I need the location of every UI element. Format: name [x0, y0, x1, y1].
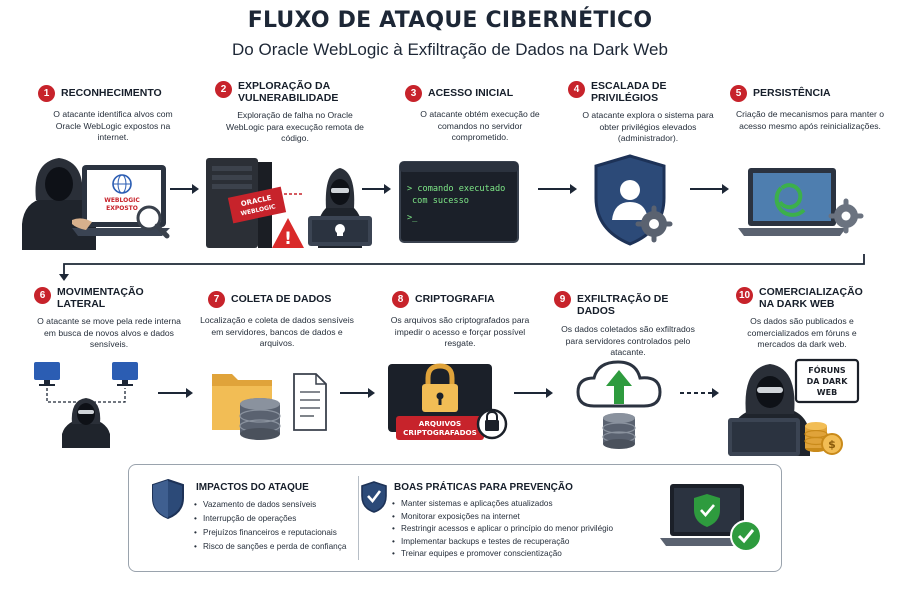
step-description: Criação de mecanismos para manter o aces… — [735, 109, 885, 131]
list-item: Manter sistemas e aplicações atualizados — [392, 498, 613, 511]
step-number: 9 — [554, 291, 571, 308]
svg-text:!: ! — [284, 229, 292, 249]
encrypted-label: ARQUIVOS — [419, 419, 461, 428]
data-collection-illustration — [212, 373, 327, 440]
flow-arrow — [538, 184, 577, 194]
terminal-line: com sucesso — [412, 196, 469, 206]
shield-check-icon — [361, 481, 387, 513]
flow-arrow-dashed — [680, 388, 719, 398]
step-number: 4 — [568, 81, 585, 98]
secure-laptop-illustration — [660, 484, 762, 552]
list-item: Restringir acessos e aplicar o princípio… — [392, 523, 613, 536]
svg-text:$: $ — [828, 438, 836, 451]
step-title: EXFILTRAÇÃO DE DADOS — [577, 293, 669, 317]
step-title: ESCALADA DE PRIVILÉGIOS — [591, 80, 667, 104]
flow-arrow — [170, 184, 199, 194]
flow-arrow — [158, 388, 193, 398]
terminal-line: > comando executado — [407, 184, 505, 194]
list-item: Prejuízos financeiros e reputacionais — [194, 526, 346, 540]
step-description: O atacante explora o sistema para obter … — [582, 110, 714, 143]
step-acesso-inicial: 3 ACESSO INICIAL O atacante obtém execuçã… — [405, 84, 555, 144]
dark-web-market-illustration: FÓRUNS DA DARK WEB $ — [728, 358, 860, 456]
forum-label: FÓRUNS — [808, 364, 846, 375]
shield-icon — [152, 478, 184, 520]
terminal-illustration: > comando executado com sucesso >_ — [399, 161, 519, 243]
row-connector-arrow — [59, 254, 865, 281]
page-title: FLUXO DE ATAQUE CIBERNÉTICO — [247, 8, 653, 33]
step-number: 5 — [730, 85, 747, 102]
step-description: Localização e coleta de dados sensíveis … — [200, 315, 354, 348]
network-lateral-illustration — [34, 362, 138, 448]
shield-user-illustration — [594, 154, 673, 246]
step-movimentacao-lateral: 6 MOVIMENTAÇÃO LATERAL O atacante se move… — [34, 286, 184, 351]
recon-screen-label: EXPOSTO — [106, 205, 138, 212]
step-title: PERSISTÊNCIA — [753, 87, 831, 99]
forum-label: DA DARK — [807, 377, 849, 386]
step-number: 2 — [215, 81, 232, 98]
list-item: Treinar equipes e promover conscientizaç… — [392, 548, 613, 561]
step-description: Os arquivos são criptografados para impe… — [390, 315, 530, 348]
flow-arrow — [362, 184, 391, 194]
step-persistencia: 5 PERSISTÊNCIA Criação de mecanismos para… — [730, 84, 890, 132]
forum-label: WEB — [817, 388, 837, 397]
step-criptografia: 8 CRIPTOGRAFIA Os arquivos são criptograf… — [380, 290, 540, 350]
step-coleta-dados: 7 COLETA DE DADOS Localização e coleta de… — [196, 290, 358, 350]
step-reconhecimento: 1 RECONHECIMENTO O atacante identifica al… — [38, 84, 188, 144]
step-description: Os dados são publicados e comercializado… — [747, 316, 857, 349]
step-title: MOVIMENTAÇÃO LATERAL — [57, 286, 144, 310]
list-item: Interrupção de operações — [194, 512, 346, 526]
terminal-prompt: >_ — [407, 213, 418, 223]
practices-title: BOAS PRÁTICAS PARA PREVENÇÃO — [394, 482, 573, 493]
panel-divider — [358, 476, 359, 560]
impacts-list: Vazamento de dados sensíveis Interrupção… — [194, 498, 346, 554]
impacts-title: IMPACTOS DO ATAQUE — [196, 482, 309, 493]
step-exploracao: 2 EXPLORAÇÃO DA VULNERABILIDADE Exploraçã… — [215, 80, 375, 145]
step-title: RECONHECIMENTO — [61, 87, 162, 99]
step-title: EXPLORAÇÃO DA VULNERABILIDADE — [238, 80, 339, 104]
step-description: O atacante se move pela rede interna em … — [37, 316, 181, 349]
encrypted-label: CRIPTOGRAFADOS — [403, 428, 477, 437]
recon-screen-label: WEBLOGIC — [104, 197, 140, 204]
step-description: Exploração de falha no Oracle WebLogic p… — [226, 110, 364, 143]
step-number: 3 — [405, 85, 422, 102]
flow-arrow — [690, 184, 729, 194]
step-description: O atacante identifica alvos com Oracle W… — [53, 109, 173, 142]
step-number: 10 — [736, 287, 753, 304]
flow-arrow — [514, 388, 553, 398]
server-exploit-illustration: ORACLE WEBLOGIC ! — [206, 158, 372, 249]
list-item: Risco de sanções e perda de confiança — [194, 540, 346, 554]
list-item: Vazamento de dados sensíveis — [194, 498, 346, 512]
laptop-persistence-illustration — [738, 168, 864, 236]
step-number: 8 — [392, 291, 409, 308]
encrypted-laptop-illustration: ARQUIVOS CRIPTOGRAFADOS — [388, 363, 508, 440]
step-description: Os dados coletados são exfiltrados para … — [561, 324, 695, 357]
step-title: COMERCIALIZAÇÃO NA DARK WEB — [759, 286, 863, 310]
step-title: ACESSO INICIAL — [428, 87, 514, 99]
list-item: Monitorar exposições na internet — [392, 511, 613, 524]
flow-arrow — [340, 388, 375, 398]
cloud-exfiltration-illustration — [576, 360, 662, 449]
list-item: Implementar backups e testes de recupera… — [392, 536, 613, 549]
step-number: 1 — [38, 85, 55, 102]
hacker-recon-illustration: WEBLOGIC EXPOSTO — [22, 158, 170, 250]
step-number: 6 — [34, 287, 51, 304]
step-title: COLETA DE DADOS — [231, 293, 332, 305]
step-escalada: 4 ESCALADA DE PRIVILÉGIOS O atacante expl… — [568, 80, 728, 145]
practices-list: Manter sistemas e aplicações atualizados… — [392, 498, 613, 561]
step-number: 7 — [208, 291, 225, 308]
step-title: CRIPTOGRAFIA — [415, 293, 495, 305]
step-description: O atacante obtém execução de comandos no… — [420, 109, 540, 142]
step-exfiltracao: 9 EXFILTRAÇÃO DE DADOS Os dados coletados… — [548, 290, 708, 359]
page-subtitle: Do Oracle WebLogic à Exfiltração de Dado… — [232, 40, 668, 59]
step-comercializacao: 10 COMERCIALIZAÇÃO NA DARK WEB Os dados s… — [722, 286, 882, 351]
